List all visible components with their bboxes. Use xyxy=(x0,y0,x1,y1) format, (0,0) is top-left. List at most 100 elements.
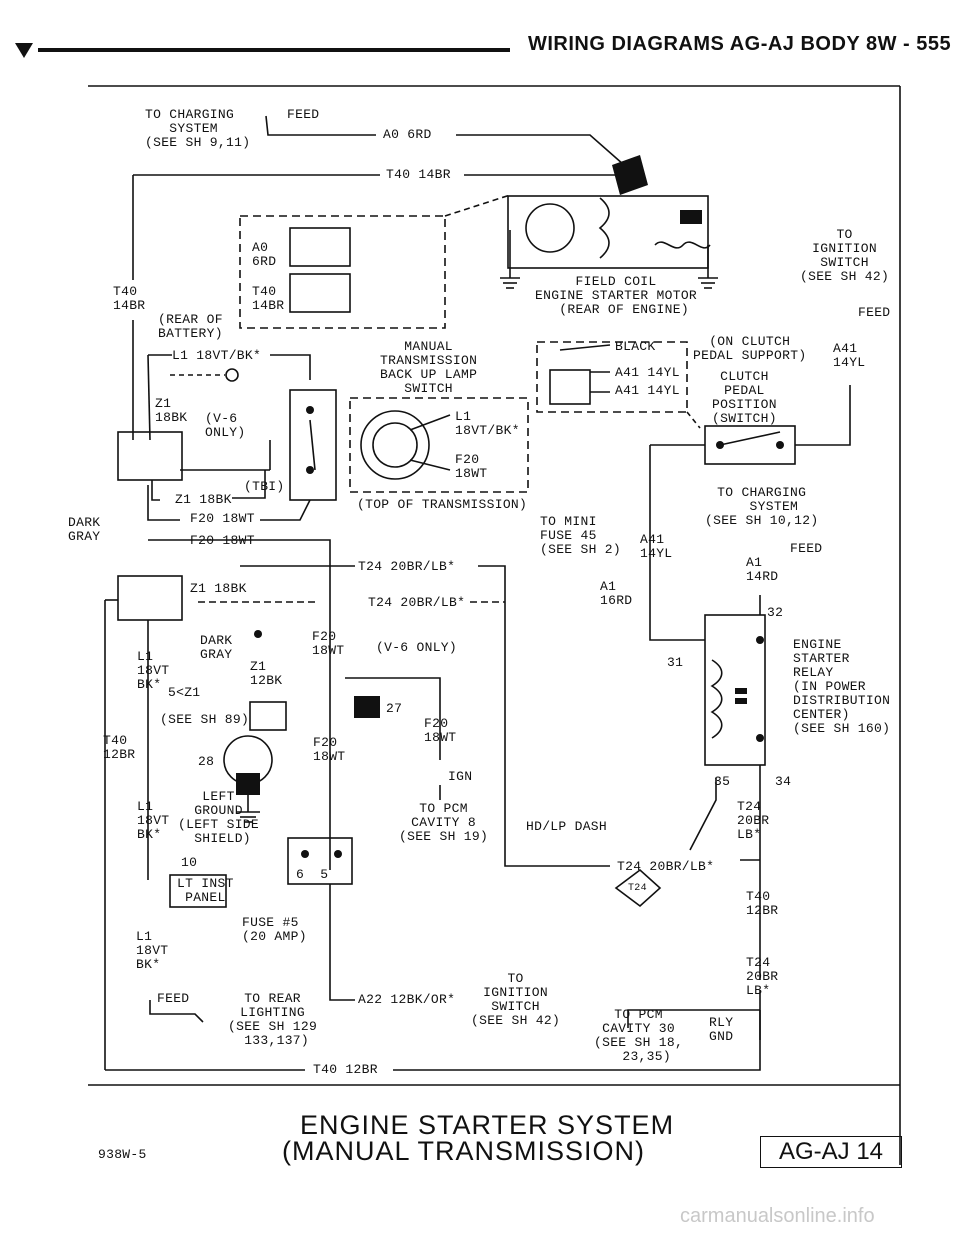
label-rly-gnd: RLY GND xyxy=(709,1015,734,1044)
label-t24-20br-lb-2: T24 20BR LB* xyxy=(746,955,779,998)
page-id-box: AG-AJ 14 xyxy=(760,1136,902,1168)
label-on-clutch: (ON CLUTCH PEDAL SUPPORT) xyxy=(693,334,807,363)
label-pin-32: 32 xyxy=(767,605,784,620)
battery-terminal-2 xyxy=(289,273,351,313)
battery-terminal-1 xyxy=(289,227,351,267)
triangle-marker-icon xyxy=(15,43,33,58)
label-tbi: (TBI) xyxy=(244,479,285,494)
label-wire-a0-6rd: A0 6RD xyxy=(383,127,432,142)
label-ign: IGN xyxy=(448,769,473,784)
label-to-pcm-8: TO PCM CAVITY 8 (SEE SH 19) xyxy=(399,801,489,844)
label-black: BLACK xyxy=(615,339,656,354)
wire-l1-to-switch xyxy=(270,354,311,380)
label-pin-27: 27 xyxy=(386,701,403,716)
label-wire-l1-18vt-bk: L1 18VT/BK* xyxy=(172,348,262,363)
label-lt-inst-panel: LT INST PANEL xyxy=(177,876,234,905)
label-conn-a0-6rd: A0 6RD xyxy=(252,240,277,269)
label-feed-2: FEED xyxy=(858,305,891,320)
lt-inst-panel-box xyxy=(169,874,227,908)
label-to-charging-2: TO CHARGING SYSTEM (SEE SH 10,12) xyxy=(705,485,819,528)
backup-switch-body xyxy=(289,389,337,501)
label-to-pcm-30: TO PCM CAVITY 30 (SEE SH 18, 23,35) xyxy=(594,1007,684,1064)
label-pin-28: 28 xyxy=(198,754,215,769)
label-conn-t40-14br: T40 14BR xyxy=(252,284,285,313)
label-clutch-switch: CLUTCH PEDAL POSITION (SWITCH) xyxy=(712,369,777,426)
wire-a41-down xyxy=(649,445,705,641)
header-rule xyxy=(38,48,510,52)
starter-motor-box xyxy=(507,195,709,269)
label-see-sh-89: (SEE SH 89) xyxy=(160,712,250,727)
label-feed-4: FEED xyxy=(157,991,190,1006)
starter-relay-box xyxy=(704,614,766,766)
label-hdlp-dash: HD/LP DASH xyxy=(526,819,608,834)
label-t24-conn: T24 xyxy=(628,883,647,894)
wire-a0-6rd xyxy=(456,134,633,173)
clutch-connector-box xyxy=(536,341,688,413)
label-pins-65: 6 5 xyxy=(296,867,329,882)
label-wire-a41-14yl-2: A41 14YL xyxy=(615,383,680,398)
label-a1-14rd: A1 14RD xyxy=(746,555,779,584)
t24-connector xyxy=(614,868,662,908)
label-dark-gray-2: DARK GRAY xyxy=(200,633,233,662)
label-a1-16rd: A1 16RD xyxy=(600,579,633,608)
label-rear-of-battery: (REAR OF BATTERY) xyxy=(158,312,223,341)
wire-t24-main xyxy=(478,565,610,867)
wire-l1-vertical xyxy=(147,354,151,441)
diagram-title-line2: (MANUAL TRANSMISSION) xyxy=(282,1136,646,1166)
label-wire-z1-18bk-2: Z1 18BK xyxy=(190,581,247,596)
solenoid-terminal xyxy=(612,155,648,195)
wire-a0-feed xyxy=(265,115,376,136)
label-t40-14br-left: T40 14BR xyxy=(113,284,146,313)
label-pin-35: 35 xyxy=(714,774,731,789)
watermark: carmanualsonline.info xyxy=(680,1205,875,1227)
label-wire-a41-14yl-1: A41 14YL xyxy=(615,365,680,380)
starter-armature xyxy=(525,203,575,253)
label-sw-l1: L1 18VT/BK* xyxy=(455,409,520,438)
label-f20-18wt-b: F20 18WT xyxy=(424,716,457,745)
label-wire-f20-18wt-2: F20 18WT xyxy=(190,533,255,548)
backup-lamp-switch-box xyxy=(349,397,529,493)
label-wire-t40-12br-bot: T40 12BR xyxy=(313,1062,378,1077)
header-title: WIRING DIAGRAMS AG-AJ BODY 8W - 555 xyxy=(528,33,952,55)
label-z1-12bk: Z1 12BK xyxy=(250,659,283,688)
label-wire-f20-18wt-1: F20 18WT xyxy=(190,511,255,526)
label-feed-1: FEED xyxy=(287,107,320,122)
battery-connector-box xyxy=(239,215,446,329)
connector-28 xyxy=(236,773,260,795)
connector-c101 xyxy=(117,575,183,621)
label-charging-feed-top: TO CHARGING SYSTEM (SEE SH 9,11) xyxy=(145,107,251,150)
label-to-mini-fuse: TO MINI FUSE 45 (SEE SH 2) xyxy=(540,514,622,557)
label-fuse-5: FUSE #5 (20 AMP) xyxy=(242,915,307,944)
connector-27 xyxy=(354,696,380,718)
label-sw-f20: F20 18WT xyxy=(455,452,488,481)
label-a41-14yl-right: A41 14YL xyxy=(833,341,866,370)
label-pin-31: 31 xyxy=(667,655,684,670)
label-a41-14yl-mid: A41 14YL xyxy=(640,532,673,561)
label-wire-z1-18bk-1: Z1 18BK xyxy=(175,492,232,507)
label-z1-18bk-v6: Z1 18BK xyxy=(155,396,188,425)
label-to-ignition-bot: TO IGNITION SWITCH (SEE SH 42) xyxy=(471,971,561,1028)
label-l1-18vt-bk-a: L1 18VT BK* xyxy=(137,649,170,692)
label-dark-gray-1: DARK GRAY xyxy=(68,515,101,544)
label-l1-18vt-bk-c: L1 18VT BK* xyxy=(136,929,169,972)
label-v6-only-2: (V-6 ONLY) xyxy=(376,640,458,655)
label-v6-only-1: (V-6 ONLY) xyxy=(205,411,246,440)
field-coil-2 xyxy=(654,241,711,249)
label-engine-starter-relay: ENGINE STARTER RELAY (IN POWER DISTRIBUT… xyxy=(793,637,891,736)
diagram-code: 938W-5 xyxy=(98,1147,147,1162)
label-l1-18vt-bk-b: L1 18VT BK* xyxy=(137,799,170,842)
diagram-title-line1: ENGINE STARTER SYSTEM xyxy=(300,1110,675,1140)
label-f20-18wt-a: F20 18WT xyxy=(312,629,345,658)
v6-terminal xyxy=(225,368,239,382)
label-wire-t24-a: T24 20BR/LB* xyxy=(358,559,456,574)
label-left-ground: LEFT GROUND (LEFT SIDE SHIELD) xyxy=(178,789,260,846)
label-wire-t24-c: T24 20BR/LB* xyxy=(617,859,715,874)
label-wire-t24-b: T24 20BR/LB* xyxy=(368,595,466,610)
label-ground-ref: 5<Z1 xyxy=(168,685,201,700)
label-top-of-trans: (TOP OF TRANSMISSION) xyxy=(357,497,528,512)
label-t40-12br-left: T40 12BR xyxy=(103,733,136,762)
field-coil-1 xyxy=(598,197,610,259)
label-manual-trans-switch: MANUAL TRANSMISSION BACK UP LAMP SWITCH xyxy=(380,339,478,396)
dashed-link xyxy=(444,194,511,217)
